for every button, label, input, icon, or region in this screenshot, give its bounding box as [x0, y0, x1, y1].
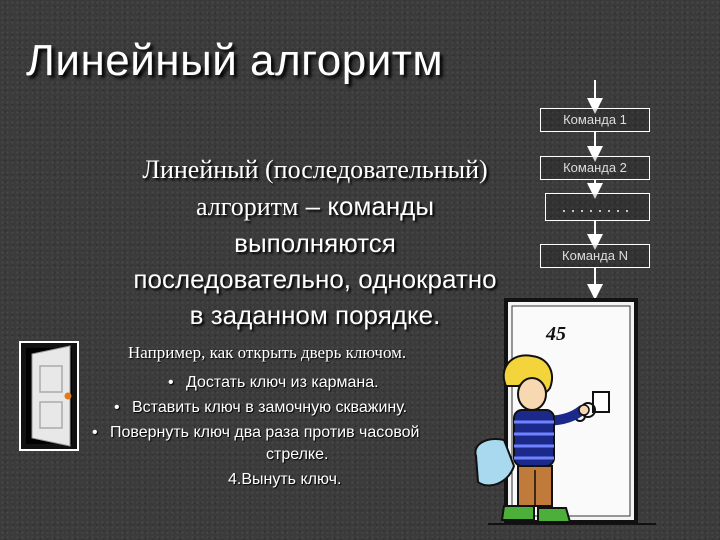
command-1-box: Команда 1	[540, 108, 650, 132]
example-step-3-continued: стрелке.	[266, 446, 329, 463]
example-intro: Например, как открыть дверь ключом.	[128, 343, 407, 362]
door-number: 45	[545, 323, 566, 345]
command-n-box: Команда N	[540, 244, 650, 268]
example-step-2: •Вставить ключ в замочную скважину.	[114, 397, 407, 419]
boy-opening-door-illustration: 45	[474, 298, 656, 525]
definition-line-5: в заданном порядке.	[189, 300, 441, 330]
slide-title: Линейный алгоритм	[26, 36, 444, 85]
bullet: •	[114, 399, 120, 416]
definition-line-2-rest: – команды	[298, 191, 435, 221]
definition-line-1: Линейный (последовательный)	[142, 155, 488, 184]
example-step-1: •Достать ключ из кармана.	[168, 372, 379, 394]
ellipsis-box: ........	[545, 193, 650, 221]
definition-text: Линейный (последовательный) алгоритм – к…	[95, 152, 535, 333]
definition-line-2: алгоритм – команды	[95, 188, 535, 225]
definition-word-algorithm: алгоритм	[195, 192, 299, 221]
example-step-4: 4.Вынуть ключ.	[228, 471, 342, 488]
bullet: •	[92, 424, 98, 441]
example-step-3: •Повернуть ключ два раза против часовой	[92, 422, 420, 444]
definition-line-4: последовательно, однократно	[133, 264, 497, 294]
bullet: •	[168, 374, 174, 391]
door-icon	[19, 341, 79, 451]
command-2-box: Команда 2	[540, 156, 650, 180]
definition-line-3: выполняются	[234, 228, 396, 258]
